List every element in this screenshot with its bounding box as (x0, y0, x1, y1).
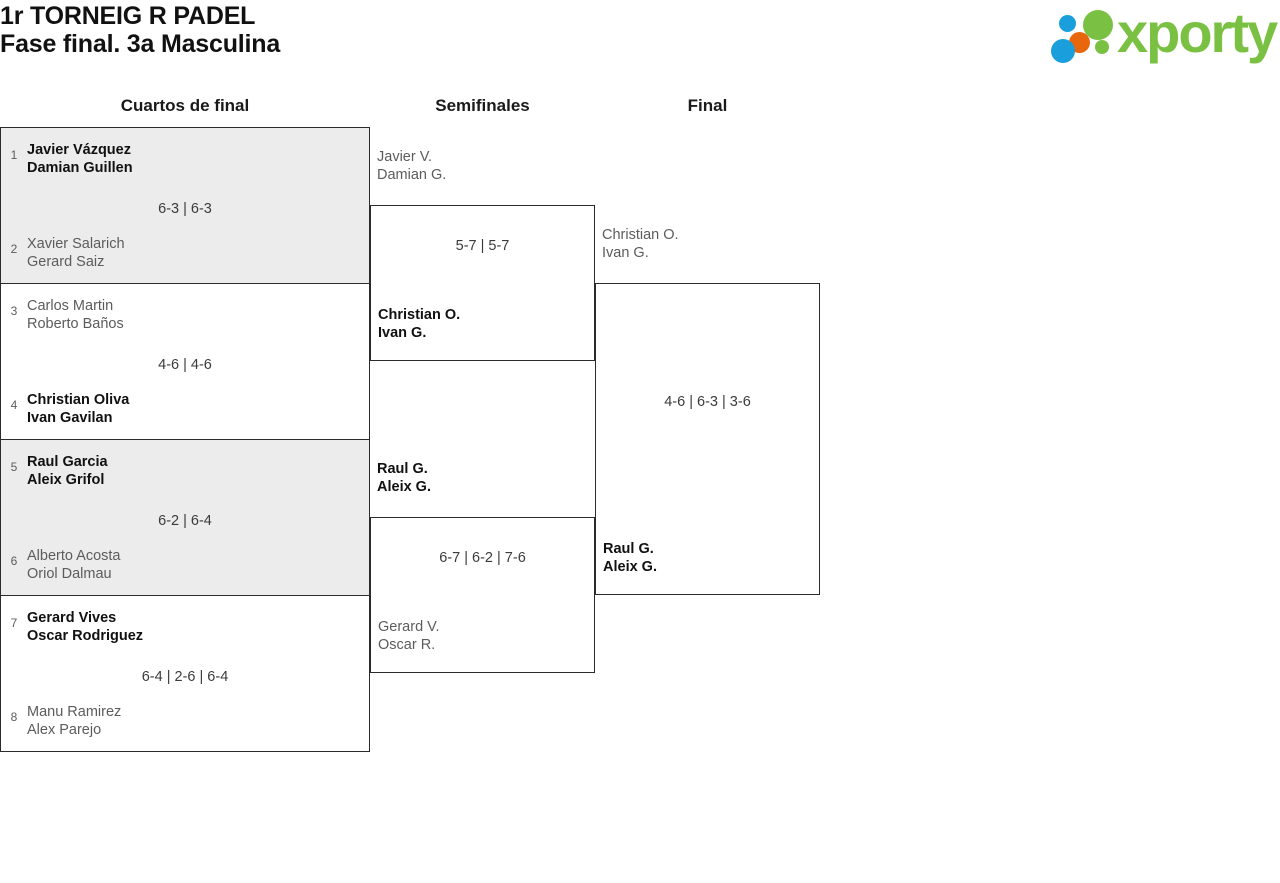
match-quarterfinal-2[interactable]: 3 Carlos Martin Roberto Baños 4-6 | 4-6 … (0, 283, 370, 440)
player-name: Gerard V. (378, 619, 440, 635)
match-score: 6-7 | 6-2 | 7-6 (439, 550, 526, 566)
match-team-bottom: 8 Manu Ramirez Alex Parejo (1, 701, 369, 739)
player-name: Alberto Acosta (27, 548, 121, 564)
player-name: Carlos Martin (27, 298, 114, 314)
match-semifinal-2[interactable]: 6-7 | 6-2 | 7-6 Gerard V. Oscar R. (370, 517, 595, 673)
player-name: Aleix G. (603, 559, 657, 575)
player-name: Javier V. (377, 149, 433, 165)
player-name: Raul G. (603, 541, 654, 557)
semifinal-1-team-top: Javier V. Damian G. (377, 148, 446, 184)
seed-number: 8 (10, 710, 18, 724)
player-name: Ivan Gavilan (27, 410, 113, 426)
match-score: 6-4 | 2-6 | 6-4 (141, 669, 229, 685)
player-name: Damian G. (377, 167, 447, 183)
match-score: 4-6 | 6-3 | 3-6 (664, 394, 751, 410)
final-team-top: Christian O. Ivan G. (602, 226, 679, 262)
team-names: Raul Garcia Aleix Grifol (27, 451, 108, 489)
team-names: Raul G. Aleix G. (596, 538, 657, 576)
round-header-semifinals: Semifinales (435, 96, 530, 115)
match-quarterfinal-3[interactable]: 5 Raul Garcia Aleix Grifol 6-2 | 6-4 6 A… (0, 439, 370, 596)
team-names: Gerard V. Oscar R. (371, 616, 440, 654)
match-team-bottom: 2 Xavier Salarich Gerard Saiz (1, 233, 369, 271)
match-score: 6-3 | 6-3 (158, 201, 212, 217)
tournament-name: 1r TORNEIG R PADEL (0, 2, 256, 30)
player-name: Gerard Vives (27, 610, 117, 626)
tournament-phase: Fase final. 3a Masculina (0, 30, 281, 58)
match-team-top: 3 Carlos Martin Roberto Baños (1, 295, 369, 333)
team-names: Alberto Acosta Oriol Dalmau (27, 545, 121, 583)
player-name: Oriol Dalmau (27, 566, 112, 582)
seed-number: 5 (10, 460, 18, 474)
match-semifinal-1[interactable]: 5-7 | 5-7 Christian O. Ivan G. (370, 205, 595, 361)
match-score: 4-6 | 4-6 (158, 357, 212, 373)
player-name: Gerard Saiz (27, 254, 105, 270)
round-header-quarterfinals: Cuartos de final (120, 96, 250, 115)
seed-number: 2 (10, 242, 18, 256)
team-names: Gerard Vives Oscar Rodriguez (27, 607, 143, 645)
team-names: Xavier Salarich Gerard Saiz (27, 233, 125, 271)
match-team-top: 1 Javier Vázquez Damian Guillen (1, 139, 369, 177)
seed-number: 3 (10, 304, 18, 318)
player-name: Christian O. (378, 307, 461, 323)
round-header-final: Final (687, 96, 728, 115)
seed-number: 7 (10, 616, 18, 630)
logo-dot-blue-small-icon (1059, 15, 1076, 32)
player-name: Ivan G. (378, 325, 427, 341)
logo-dot-green-large-icon (1083, 10, 1113, 40)
seed-number: 1 (10, 148, 18, 162)
team-names: Christian O. Ivan G. (371, 304, 460, 342)
match-team-bottom: Gerard V. Oscar R. (371, 616, 594, 654)
xporty-logo[interactable]: xporty (1051, 2, 1278, 64)
match-quarterfinal-1[interactable]: 1 Javier Vázquez Damian Guillen 6-3 | 6-… (0, 127, 370, 284)
logo-wordmark: xporty (1117, 1, 1278, 64)
match-team-bottom: 6 Alberto Acosta Oriol Dalmau (1, 545, 369, 583)
match-team-bottom: Christian O. Ivan G. (371, 304, 594, 342)
team-names: Christian Oliva Ivan Gavilan (27, 389, 129, 427)
logo-dots-icon (1051, 10, 1119, 63)
player-name: Xavier Salarich (27, 236, 125, 252)
player-name: Raul Garcia (27, 454, 108, 470)
player-name: Aleix G. (377, 479, 431, 495)
player-name: Alex Parejo (27, 722, 102, 738)
seed-number: 4 (10, 398, 18, 412)
logo-dot-blue-large-icon (1051, 39, 1075, 63)
match-score: 6-2 | 6-4 (158, 513, 212, 529)
match-team-top: 7 Gerard Vives Oscar Rodriguez (1, 607, 369, 645)
player-name: Oscar Rodriguez (27, 628, 144, 644)
match-team-bottom: 4 Christian Oliva Ivan Gavilan (1, 389, 369, 427)
seed-number: 6 (10, 554, 18, 568)
player-name: Ivan G. (602, 245, 649, 261)
match-team-top: 5 Raul Garcia Aleix Grifol (1, 451, 369, 489)
team-names: Carlos Martin Roberto Baños (27, 295, 124, 333)
player-name: Manu Ramirez (27, 704, 122, 720)
player-name: Christian O. (602, 227, 679, 243)
team-names: Manu Ramirez Alex Parejo (27, 701, 121, 739)
team-names: Javier Vázquez Damian Guillen (27, 139, 133, 177)
player-name: Damian Guillen (27, 160, 133, 176)
match-score: 5-7 | 5-7 (455, 238, 510, 254)
player-name: Javier Vázquez (27, 142, 131, 158)
logo-dot-green-small-icon (1095, 40, 1109, 54)
player-name: Raul G. (377, 461, 428, 477)
player-name: Oscar R. (378, 637, 436, 653)
match-final[interactable]: 4-6 | 6-3 | 3-6 Raul G. Aleix G. (595, 283, 820, 595)
page-title: 1r TORNEIG R PADEL Fase final. 3a Mascul… (0, 2, 280, 58)
player-name: Roberto Baños (27, 316, 124, 332)
player-name: Christian Oliva (27, 392, 130, 408)
player-name: Aleix Grifol (27, 472, 105, 488)
match-team-bottom: Raul G. Aleix G. (596, 538, 819, 576)
semifinal-2-team-top: Raul G. Aleix G. (377, 460, 431, 496)
match-quarterfinal-4[interactable]: 7 Gerard Vives Oscar Rodriguez 6-4 | 2-6… (0, 595, 370, 752)
